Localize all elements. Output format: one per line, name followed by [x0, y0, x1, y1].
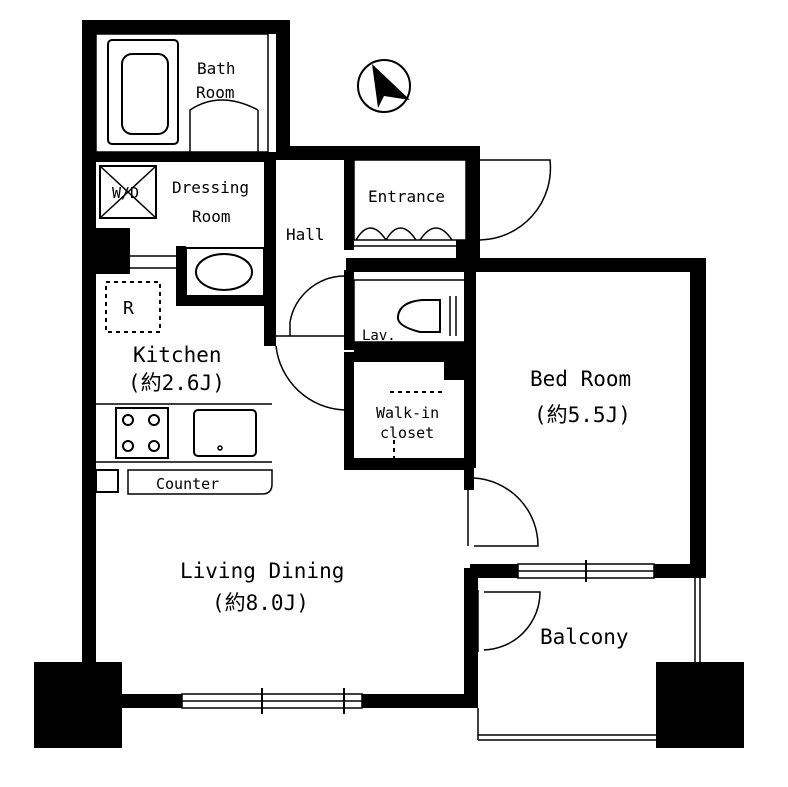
- entrance-doors: [353, 159, 552, 247]
- living-size: (約8.0J): [212, 591, 309, 615]
- bedroom-name: Bed Room: [530, 367, 631, 391]
- bath-label-1: Bath: [197, 59, 236, 78]
- walkin-label-1: Walk-in: [376, 404, 439, 422]
- bath-label-2: Room: [196, 83, 235, 102]
- doors: [467, 477, 541, 652]
- hall-lav: [275, 275, 467, 411]
- windows: [181, 560, 655, 714]
- walkin-label-2: closet: [380, 424, 434, 442]
- kitchen-fixtures: [95, 281, 273, 495]
- wd-label: W/D: [112, 184, 139, 202]
- dressing-label-1: Dressing: [172, 178, 249, 197]
- lav-label: Lav.: [362, 328, 396, 344]
- balcony-label: Balcony: [540, 625, 629, 649]
- entrance-label: Entrance: [368, 187, 445, 206]
- walls: [34, 20, 744, 748]
- bath-fixtures: [95, 33, 269, 153]
- north-arrow-icon: [357, 59, 411, 113]
- hall-label: Hall: [286, 225, 325, 244]
- dressing-fixtures: [99, 165, 265, 297]
- bedroom-size: (約5.5J): [534, 403, 631, 427]
- room-labels: Bath Room Dressing Room W/D Hall Entranc…: [112, 59, 631, 649]
- balcony-outline: [477, 578, 701, 741]
- kitchen-size: (約2.6J): [128, 371, 225, 395]
- kitchen-name: Kitchen: [133, 343, 222, 367]
- fridge-label: R: [123, 298, 134, 319]
- closet-fixtures: [390, 380, 467, 458]
- counter-label: Counter: [156, 475, 219, 493]
- dressing-label-2: Room: [192, 207, 231, 226]
- living-name: Living Dining: [180, 559, 344, 583]
